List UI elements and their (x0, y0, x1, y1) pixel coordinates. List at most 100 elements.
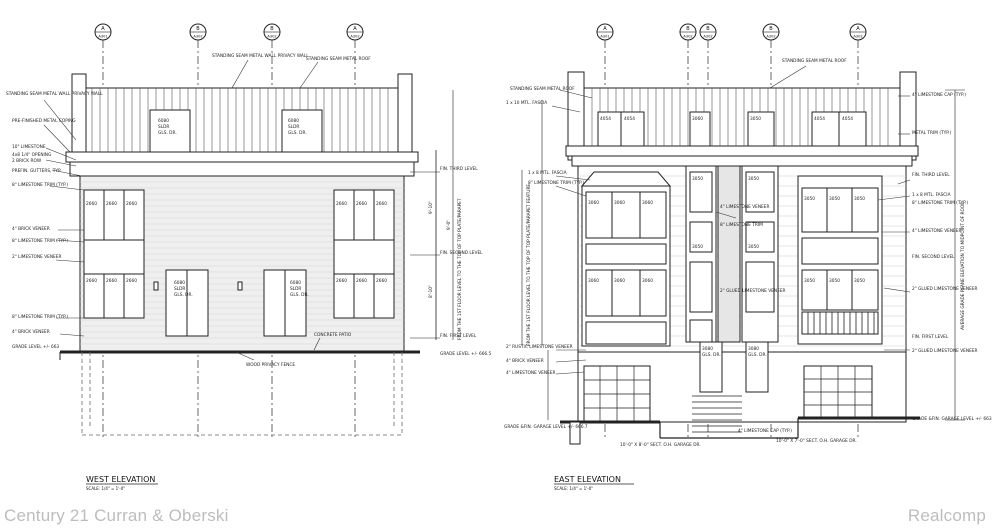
west-note-fence: WOOD PRIVACY FENCE (246, 362, 295, 368)
west-dormer-tag-6: GLS. DR. (288, 130, 307, 136)
east-tag-letter-3: B (706, 26, 710, 32)
west-window-tag-7: 2660 (86, 278, 97, 284)
west-dormer-tag-4: 6080 (288, 118, 299, 124)
west-tag-letter-2: B (196, 26, 200, 32)
east-level-second: FIN. SECOND LEVEL (912, 254, 955, 260)
east-window-tag-4: 3050 (750, 116, 761, 122)
west-window-tag-3: 2660 (126, 201, 137, 207)
west-dormer-tag-5: SLDR (288, 124, 299, 130)
west-note-top-privacy-wall: STANDING SEAM METAL WALL PRIVACY WALL (212, 53, 309, 59)
east-window-tag-8: 3060 (614, 200, 625, 206)
west-level-grade: GRADE LEVEL +/- 666.5 (440, 351, 492, 357)
east-note-limestone-veneer: 4" LIMESTONE VENEER (506, 370, 555, 376)
east-tag-letter-4: B (769, 26, 773, 32)
west-tag-sheet-1: A301 (98, 35, 107, 39)
west-note-opening: 4x8 1/4" OPENING (12, 152, 51, 158)
east-level-first: FIN. FIRST LEVEL (912, 334, 949, 340)
east-note-right-glued-1: 2" GLUED LIMESTONE VENEER (912, 286, 978, 292)
west-note-top-roof: STANDING SEAM METAL ROOF (306, 56, 371, 62)
east-note-top-roof: STANDING SEAM METAL ROOF (782, 58, 847, 64)
west-dormer-tag-3: GLS. DR. (158, 130, 177, 136)
west-tag-letter-1: A (101, 26, 105, 32)
east-note-right-cap: 4" LIMESTONE CAP (TYP.) (912, 92, 966, 98)
west-level-second: FIN. SECOND LEVEL (440, 250, 483, 256)
west-dim-total: 9'-0" (446, 220, 452, 230)
west-note-brick-veneer-2: 4" BRICK VENEER (12, 329, 50, 335)
east-window-tag-9: 3060 (642, 200, 653, 206)
east-tag-sheet-2: A302 (683, 35, 692, 39)
west-dim-2: 8'-10" (428, 285, 434, 298)
west-level-third: FIN. THIRD LEVEL (440, 166, 478, 172)
west-window-tag-5: 2660 (356, 201, 367, 207)
east-tag-letter-5: A (856, 26, 860, 32)
west-note-coping: PRE-FINISHED METAL COPING (12, 118, 76, 124)
watermark-right: Realcomp (907, 506, 986, 525)
east-window-tag-1: 4054 (600, 116, 611, 122)
west-note-limestone-trim-2: 8" LIMESTONE TRIM (TYP.) (12, 238, 68, 244)
east-window-tag-11: 3060 (614, 278, 625, 284)
east-garage-label-right: 10'-0" X 7'-0" SECT. O.H. GARAGE DR. (776, 438, 857, 444)
east-window-tag-14: 3050 (692, 244, 703, 250)
east-note-right-fascia: 1 x 8 MTL. FASCIA (912, 192, 951, 198)
east-window-tag-15: 3050 (748, 176, 759, 182)
east-vertical-note-right: AVERAGE GRADE PLANE ELEVATION TO MIDPOIN… (960, 202, 966, 330)
east-note-rustic-veneer: 2" RUSTIC LIMESTONE VENEER (506, 344, 573, 350)
west-note-brick-veneer-1: 4" BRICK VENEER (12, 226, 50, 232)
west-window-tag-8: 2660 (106, 278, 117, 284)
west-door-tag-6: GLS. DR. (290, 292, 309, 298)
east-window-tag-7: 3060 (588, 200, 599, 206)
west-door-tag-1: 6080 (174, 280, 185, 286)
west-dim-1: 9'-10" (428, 201, 434, 214)
east-door-tag-1: 3080 (702, 346, 713, 352)
east-window-tag-20: 3050 (804, 278, 815, 284)
east-note-mid-glued: 2" GLUED LIMESTONE VENEER (720, 288, 786, 294)
east-tag-sheet-4: A302 (766, 35, 775, 39)
east-window-tag-17: 3050 (804, 196, 815, 202)
west-note-grade-level: GRADE LEVEL +/- 663 (12, 344, 59, 350)
west-tag-sheet-2: A302 (193, 35, 202, 39)
east-window-tag-19: 3050 (854, 196, 865, 202)
east-tag-sheet-1: A301 (600, 35, 609, 39)
west-window-tag-10: 2660 (336, 278, 347, 284)
east-elevation-scale: SCALE: 1/4" = 1'-0" (554, 486, 593, 491)
east-window-tag-2: 4054 (624, 116, 635, 122)
east-tag-sheet-5: A302 (853, 35, 862, 39)
west-elevation-scale: SCALE: 1/4" = 1'-0" (86, 486, 125, 491)
west-tag-sheet-3: A302 (267, 35, 276, 39)
west-note-gutters: PREFIN. GUTTERS, TYP. (12, 168, 61, 174)
west-note-limestone-trim-3: 8" LIMESTONE TRIM (TYP.) (12, 314, 68, 320)
east-garage-label-left: 10'-0" X 8'-0" SECT. O.H. GARAGE DR. (620, 442, 701, 448)
west-dormer-tag-2: SLDR (158, 124, 169, 130)
east-window-tag-5: 4054 (814, 116, 825, 122)
east-window-tag-18: 3050 (829, 196, 840, 202)
west-window-tag-12: 2660 (376, 278, 387, 284)
east-note-right-trim: 8" LIMESTONE TRIM (TYP.) (912, 200, 968, 206)
west-elevation-title: WEST ELEVATION (86, 475, 155, 484)
east-note-brick-veneer: 4" BRICK VENEER (506, 358, 544, 364)
east-level-third: FIN. THIRD LEVEL (912, 172, 950, 178)
east-level-grade: GRADE &FIN. GARAGE LEVEL +/- 663 (912, 416, 992, 422)
east-note-mid-trim: 8" LIMESTONE TRIM (720, 222, 763, 228)
east-window-tag-22: 3050 (854, 278, 865, 284)
east-note-fascia-10: 1 x 10 MTL. FASCIA (506, 100, 547, 106)
east-note-right-veneer: 4" LIMESTONE VENEER (912, 228, 961, 234)
west-note-brick-row: 2 BRICK ROW (12, 158, 42, 164)
east-vertical-note-left: FROM THE 1ST FLOOR LEVEL TO THE TOP OF T… (526, 184, 532, 346)
west-note-limestone: 10" LIMESTONE (12, 144, 46, 150)
east-note-garage-level: GRADE &FIN. GARAGE LEVEL +/- 666.7 (504, 424, 588, 430)
west-window-tag-9: 2660 (126, 278, 137, 284)
east-note-fascia-8: 1 x 8 MTL. FASCIA (528, 170, 567, 176)
east-window-tag-21: 3050 (829, 278, 840, 284)
east-window-tag-3: 3060 (692, 116, 703, 122)
east-window-tag-10: 3060 (588, 278, 599, 284)
west-note-patio: CONCRETE PATIO (314, 332, 352, 338)
east-cap-label: 4" LIMESTONE CAP (TYP.) (738, 428, 792, 434)
east-door-tag-2: GLS. DR. (702, 352, 721, 358)
east-note-right-metal-trim: METAL TRIM (TYP.) (912, 130, 952, 136)
east-door-tag-4: GLS. DR. (748, 352, 767, 358)
east-window-tag-6: 4054 (842, 116, 853, 122)
